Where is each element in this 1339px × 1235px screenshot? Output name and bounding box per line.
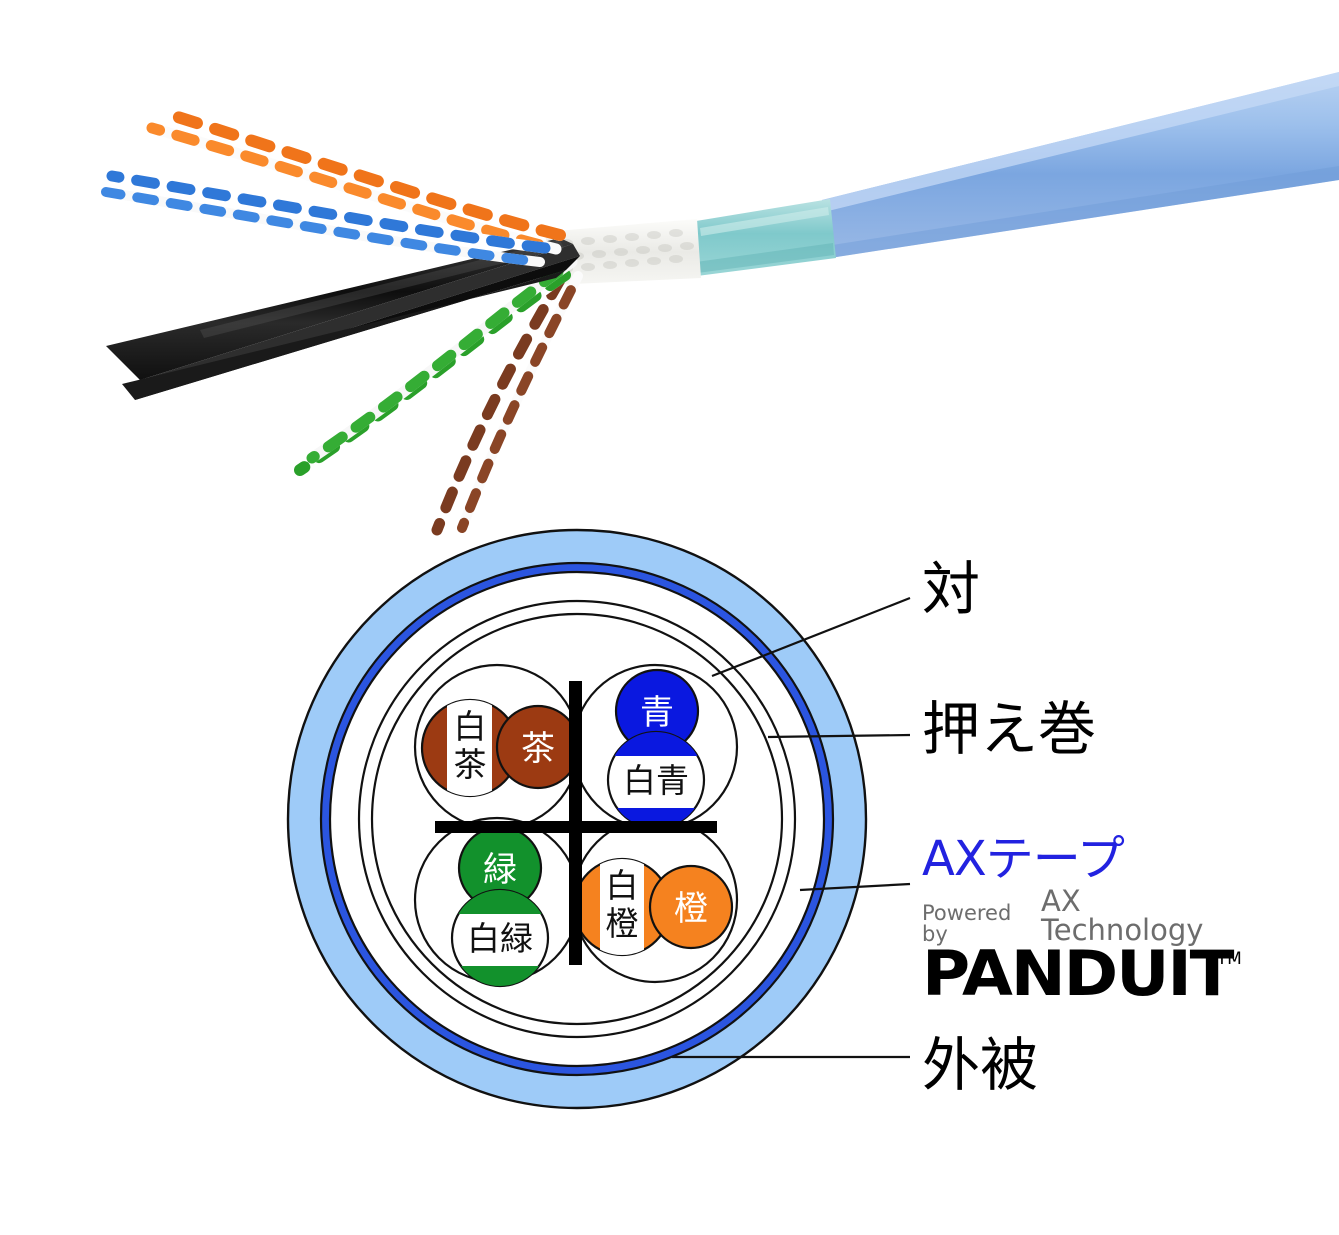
white-green-wire: 白緑: [450, 888, 550, 988]
leader-ax-tape: [799, 882, 911, 892]
powered-by-text: Powered by: [922, 901, 1012, 946]
svg-text:橙: 橙: [674, 889, 708, 929]
ax-technology-text: AX Technology: [1040, 884, 1204, 947]
cable-photograph: [0, 0, 1339, 560]
svg-text:青: 青: [640, 693, 674, 733]
cross-filler-separator: [435, 681, 717, 965]
svg-text:白: 白: [454, 707, 487, 746]
svg-text:白: 白: [606, 866, 639, 905]
ax-tape-brand-block: AXテープ Powered by AX Technology PANDUIT T…: [922, 831, 1242, 1010]
svg-text:白緑: 白緑: [467, 919, 533, 958]
callout-jacket-label: 外被: [922, 1031, 1039, 1099]
cable-rings: [286, 528, 868, 1110]
green-pair-outline: [413, 816, 581, 984]
leader-pair: [711, 596, 911, 678]
pair-group-outlines: [413, 663, 739, 984]
white-brown-wire: 白 茶: [420, 698, 520, 798]
callout-binder-label: 押え巻: [922, 695, 1097, 763]
white-blue-wire: 白青: [606, 730, 706, 830]
blue-wire: 青: [614, 668, 700, 754]
photo-blue-pair: [101, 170, 551, 267]
brown-pair-outline: [413, 663, 581, 831]
panduit-wordmark: PANDUIT: [922, 937, 1234, 1010]
green-pair: 緑 白緑: [450, 825, 550, 988]
panduit-logo: PANDUIT TM: [922, 937, 1242, 1010]
trademark-symbol: TM: [1216, 949, 1242, 969]
callout-pair-label: 対: [922, 555, 981, 623]
photo-green-pair: [294, 256, 578, 476]
photo-outer-jacket: [822, 72, 1339, 258]
orange-wire: 橙: [648, 864, 734, 950]
photo-brown-pair: [431, 271, 583, 536]
svg-text:橙: 橙: [606, 904, 639, 943]
white-orange-wire: 白 橙: [572, 857, 672, 957]
brown-wire: 茶: [495, 704, 581, 790]
orange-pair: 白 橙 橙: [572, 857, 734, 957]
leader-binder: [767, 733, 911, 739]
brown-pair: 白 茶 茶: [420, 698, 581, 798]
powered-by-row: Powered by AX Technology: [922, 887, 1232, 945]
svg-text:緑: 緑: [483, 850, 517, 890]
orange-pair-outline: [571, 816, 739, 984]
green-wire: 緑: [457, 825, 543, 911]
photo-orange-pair: [146, 106, 566, 255]
callout-leader-lines: [672, 596, 911, 1059]
photo-ax-tape: [690, 199, 836, 276]
svg-text:茶: 茶: [454, 745, 487, 784]
blue-pair: 青 白青: [606, 668, 706, 830]
ax-tape-title: AXテープ: [922, 831, 1125, 887]
svg-text:白青: 白青: [623, 761, 689, 800]
photo-cross-filler-spline: [106, 238, 580, 400]
blue-pair-outline: [571, 663, 739, 831]
svg-text:茶: 茶: [521, 729, 555, 769]
